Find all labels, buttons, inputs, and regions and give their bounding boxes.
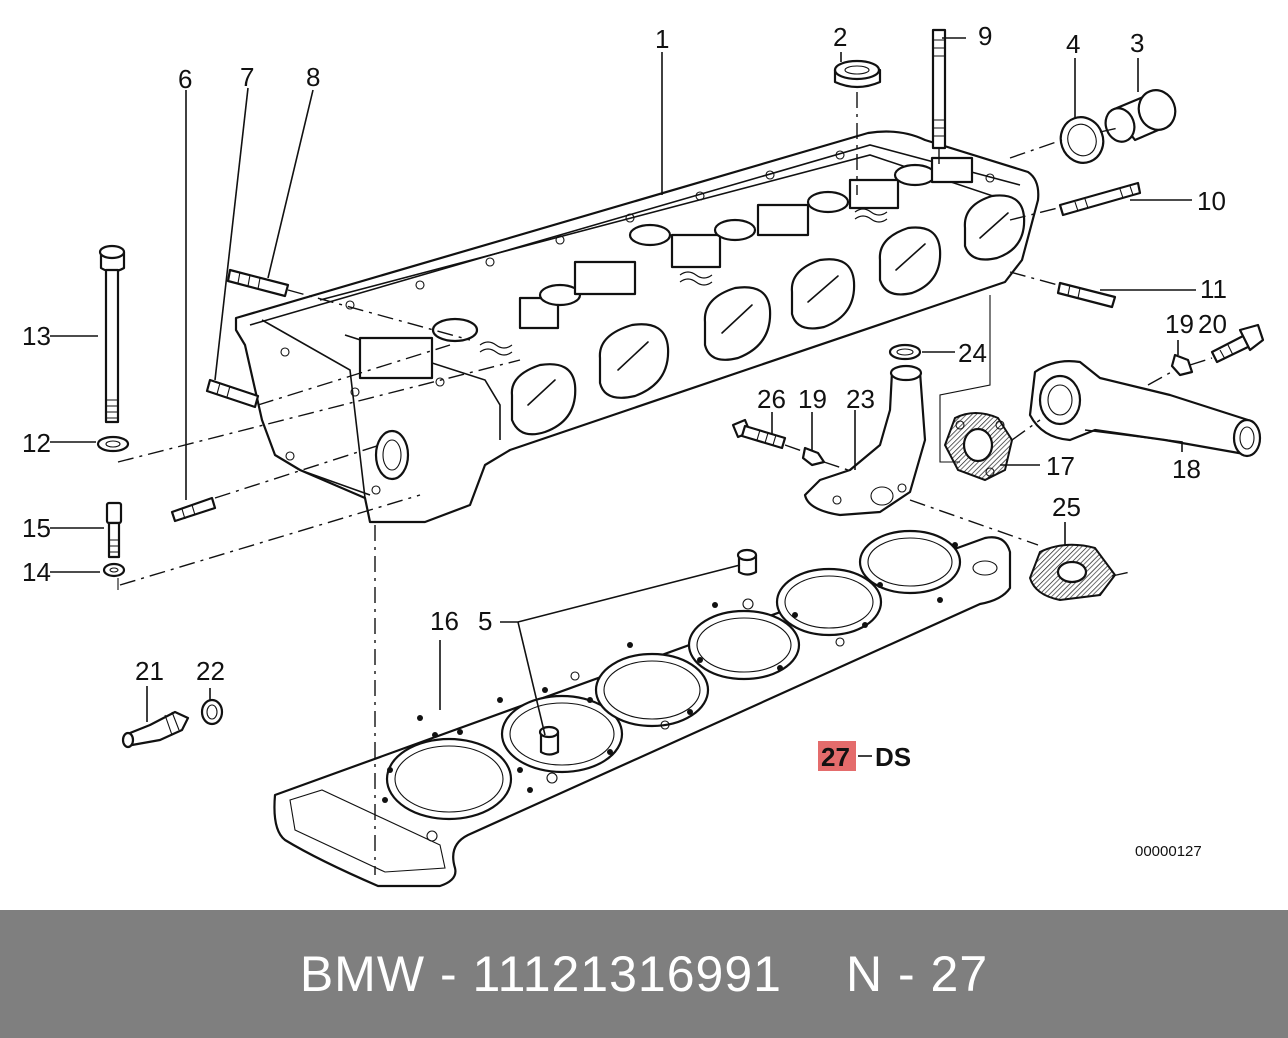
part-info-footer: BMW - 11121316991 N - 27 [0,910,1288,1038]
label-4: 4 [1066,29,1080,59]
stud-7 [205,378,260,409]
exploded-view-drawing: 1 2 3 4 5 6 7 8 9 10 11 12 13 14 15 16 1… [22,21,1265,888]
label-1: 1 [655,24,669,54]
label-20: 20 [1198,309,1227,339]
label-15: 15 [22,513,51,543]
label-3: 3 [1130,28,1144,58]
head-gasket [273,529,1012,888]
footer-part-number: 11121316991 [472,946,782,1002]
label-9: 9 [978,21,992,51]
seal-24 [888,343,922,361]
label-7: 7 [240,62,254,92]
stud-9 [931,28,947,150]
label-8: 8 [306,62,320,92]
label-16: 16 [430,606,459,636]
footer-position-number: 27 [930,946,989,1002]
leader-lines [50,37,1196,736]
label-14: 14 [22,557,51,587]
footer-separator-1: - [439,946,458,1002]
washer-14 [102,562,126,578]
footer-position: N - 27 [846,945,988,1003]
dowel-sleeves [538,548,758,756]
fitting-21 [121,710,190,749]
cylinder-head [234,130,1040,524]
callout-labels: 1 2 3 4 5 6 7 8 9 10 11 12 13 14 15 16 1… [22,21,1227,686]
diagram-code: 00000127 [1135,843,1202,860]
label-11: 11 [1200,274,1227,304]
label-2: 2 [833,22,847,52]
label-5: 5 [478,606,492,636]
center-lines [117,92,1213,875]
parts-diagram: 1 2 3 4 5 6 7 8 9 10 11 12 13 14 15 16 1… [22,21,1265,888]
bolt-20 [1210,323,1265,364]
label-12: 12 [22,428,51,458]
label-10: 10 [1197,186,1226,216]
bolt-15 [105,501,123,559]
label-25: 25 [1052,492,1081,522]
screw-plug-3 [1104,89,1177,143]
label-22: 22 [196,656,225,686]
label-13: 13 [22,321,51,351]
plug-2 [833,59,882,89]
label-19-lower: 19 [798,384,827,414]
gasket-25 [1028,543,1117,602]
washer-12 [96,435,130,453]
gasket-17 [943,412,1014,482]
label-24: 24 [958,338,987,368]
footer-position-prefix: N [845,946,884,1002]
footer-text: BMW - 11121316991 N - 27 [300,945,988,1003]
highlighted-callout: 27 DS [818,741,911,772]
label-23: 23 [846,384,875,414]
head-bolt-13 [98,244,126,424]
label-18: 18 [1172,454,1201,484]
water-pipe-18 [1028,360,1262,458]
footer-brand: BMW [299,946,426,1002]
stud-11 [1056,281,1117,309]
label-17: 17 [1046,451,1075,481]
label-21: 21 [135,656,164,686]
highlight-box [818,741,856,771]
stud-6 [170,496,217,523]
label-19-upper: 19 [1165,309,1194,339]
stud-10 [1058,181,1142,217]
seal-ring-4 [1059,116,1105,164]
footer-part-ref: BMW - 11121316991 [300,945,782,1003]
stud-8 [226,268,290,298]
highlight-suffix: DS [875,742,911,772]
bolt-26 [731,418,787,450]
footer-separator-2: - [897,946,916,1002]
head-ports [510,194,1026,436]
label-6: 6 [178,64,192,94]
washer-19a [801,446,826,467]
seal-ring-22 [200,698,224,726]
washer-19b [1170,353,1194,377]
pipe-23 [803,364,927,517]
label-26: 26 [757,384,786,414]
highlight-number: 27 [821,742,850,772]
